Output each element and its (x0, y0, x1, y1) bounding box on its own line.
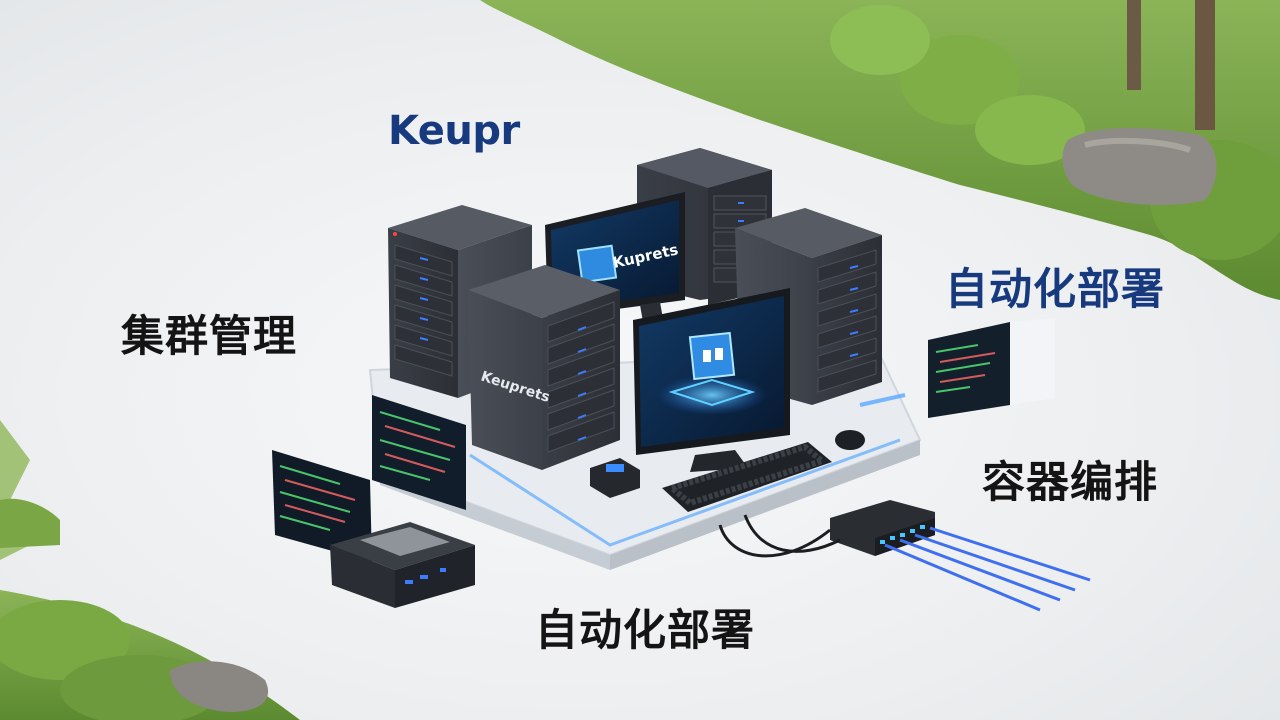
server-tower-front (468, 265, 620, 470)
label-auto-deploy-bottom: 自动化部署 (535, 606, 755, 656)
mini-device (590, 458, 640, 498)
network-switch (718, 500, 1091, 612)
code-panel-middle (372, 395, 466, 510)
mini-pc (330, 522, 475, 608)
label-cluster-management: 集群管理 (121, 312, 297, 362)
brand-title: Keupr (388, 108, 520, 154)
grass-bottom-left (0, 420, 300, 720)
code-panel-right (928, 318, 1055, 418)
keyboard (662, 442, 832, 512)
mouse (835, 430, 865, 450)
grass-top-right (480, 0, 1280, 300)
code-panel-left (272, 450, 372, 562)
label-auto-deploy-right: 自动化部署 (945, 265, 1165, 315)
label-container-orchestration: 容器编排 (982, 458, 1158, 508)
rock-icon (1062, 128, 1217, 205)
